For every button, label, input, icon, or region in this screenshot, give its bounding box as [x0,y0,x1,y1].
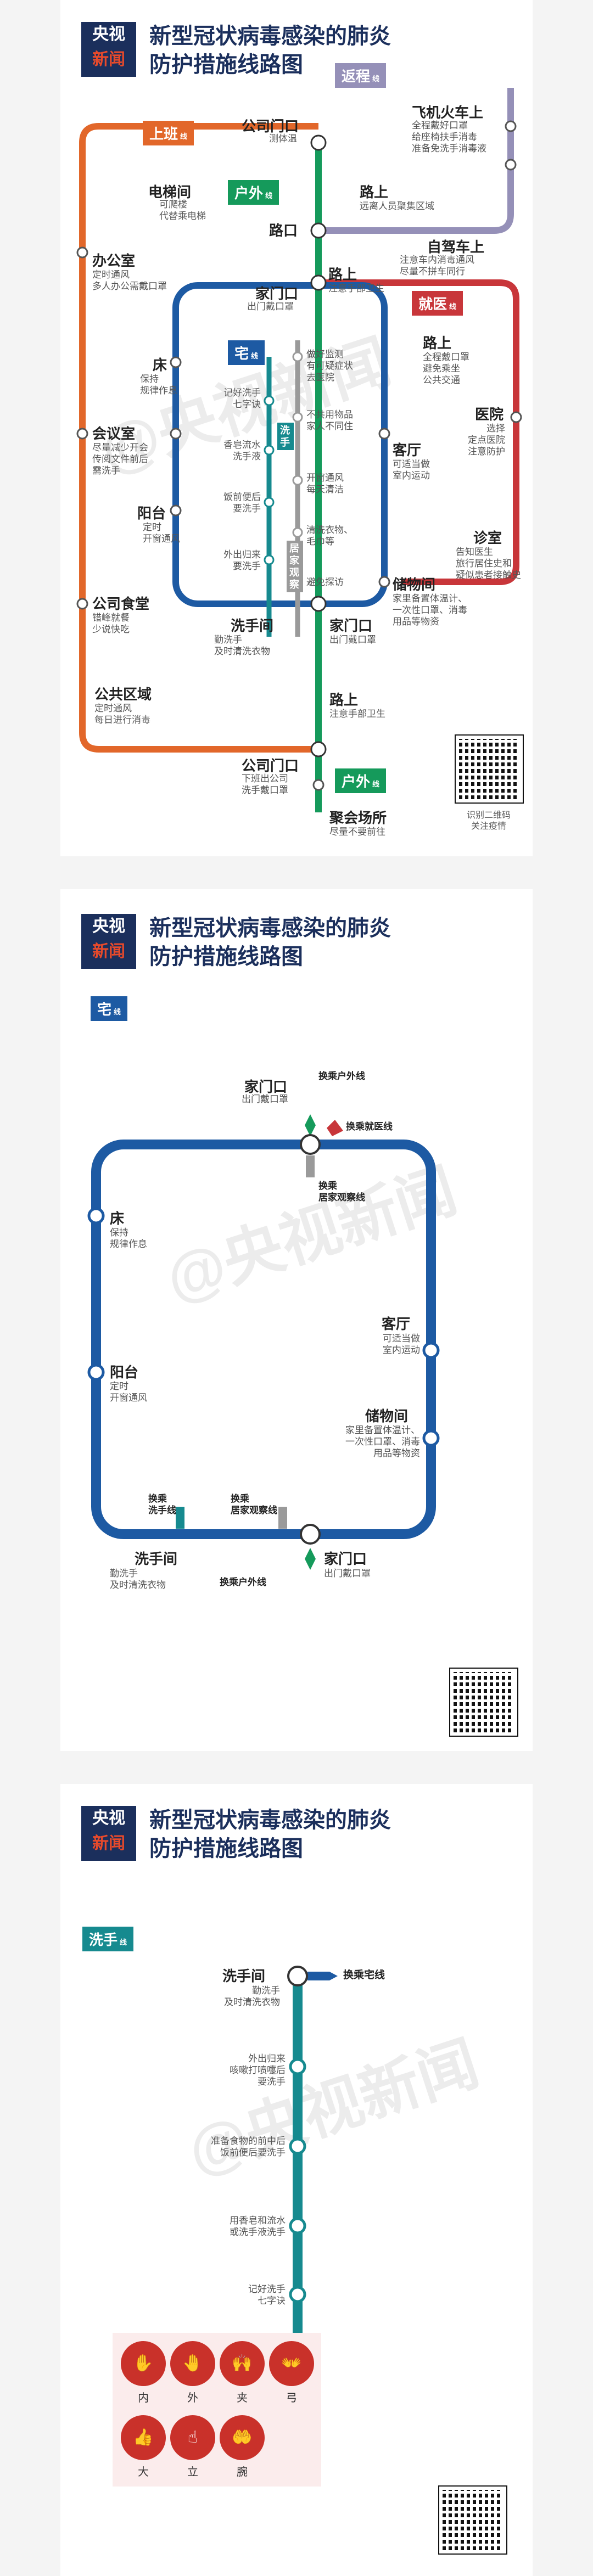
station-self-drive: 自驾车上 [427,239,485,255]
station-clinic: 诊室 [473,530,502,546]
station-road-4: 路上 [329,692,359,708]
station-hospital: 医院 [475,406,504,423]
wash-stop-1: 外出归来 咳嗽打喷嚏后 要洗手 [230,2053,286,2087]
station-washroom: 洗手间 [222,1968,266,1984]
hand-gesture-icon: 🤲 [220,2415,265,2460]
observe-stop-3: 开窗通风 每天清洁 [306,473,344,495]
observe-line-tag: 居家观察 [287,541,303,592]
wash-line-track [287,1966,338,2388]
station-bed: 床 [110,1210,125,1227]
work-line-tag: 上班线 [143,121,194,145]
observe-stop-4: 清洗衣物、 毛巾等 [306,525,353,547]
station-balcony: 阳台 [137,505,166,521]
observe-stop-5: 避免探访 [306,577,344,587]
station-elevator: 电梯间 [148,184,192,200]
wash-stop-3: 饭前便后 要洗手 [223,492,261,514]
home-line-tag: 宅线 [91,996,128,1021]
station-washroom: 洗手间 [135,1551,178,1567]
metro-lines-overview [76,88,522,812]
cctv-news-logo: 央视 新闻 [81,22,136,77]
station-company-gate-bottom: 公司门口 [242,757,299,774]
transfer-wash: 换乘 洗手线 [148,1494,176,1516]
station-living-room: 客厅 [393,442,422,458]
home-line-loop [87,1114,440,1570]
page-title: 新型冠状病毒感染的肺炎 防护措施线路图 [149,916,391,969]
qr-code[interactable] [455,734,524,804]
qr-caption: 识别二维码 关注疫情 [466,811,511,831]
hand-washing-steps: ✋ 🤚 🙌 👐 内 外 夹 弓 👍 ☝ 🤲 大 立 腕 [113,2333,321,2487]
page-title: 新型冠状病毒感染的肺炎 防护措施线路图 [149,1808,391,1861]
home-line-map: 央视 新闻 新型冠状病毒感染的肺炎 防护措施线路图 宅线 @央视新闻 家门口 出… [60,889,533,1751]
cctv-news-logo: 央视 新闻 [81,914,136,969]
station-living-room: 客厅 [382,1316,411,1332]
route-map-overview: 央视 新闻 新型冠状病毒感染的肺炎 防护措施线路图 @央视新闻 [60,0,533,856]
station-company-gate-top: 公司门口 [242,118,299,134]
hand-gesture-icon: 👐 [269,2341,314,2386]
wash-stop-4: 记好洗手 七字诀 [248,2284,286,2306]
station-balcony: 阳台 [110,1364,139,1380]
wash-line-tag: 洗手 [277,423,294,450]
wash-stop-2: 准备食物的前中后 饭前便后要洗手 [211,2136,286,2158]
transfer-outdoor-bottom: 换乘户外线 [220,1577,266,1587]
qr-code[interactable] [449,1668,518,1737]
hand-gesture-icon: 🙌 [220,2341,265,2386]
hand-gesture-icon: ✋ [121,2341,166,2386]
observe-stop-2: 不共用物品 家人不同住 [306,409,353,431]
cctv-news-logo: 央视 新闻 [81,1806,136,1861]
station-meeting-room: 会议室 [92,425,136,442]
station-road-1: 路上 [360,184,389,200]
outdoor-line-tag: 户外线 [228,180,279,205]
page-title: 新型冠状病毒感染的肺炎 防护措施线路图 [149,24,391,77]
transfer-home-line: 换乘宅线 [343,1969,385,1981]
station-washroom: 洗手间 [231,618,274,634]
transfer-observe-top: 换乘 居家观察线 [318,1181,365,1203]
outdoor-line-tag-bottom: 户外线 [335,768,387,793]
hand-gesture-icon: ☝ [170,2415,215,2460]
doctor-line-tag: 就医线 [412,291,463,316]
station-plane-train: 飞机火车上 [412,104,484,121]
station-bed: 床 [153,357,167,373]
transfer-outdoor: 换乘户外线 [318,1071,365,1081]
transfer-observe-bottom: 换乘 居家观察线 [231,1494,277,1516]
home-gate-top: 家门口 [244,1079,288,1095]
wash-stop-3: 用香皂和流水 或洗手液洗手 [230,2215,286,2237]
station-storage: 储物间 [393,576,436,593]
wash-stop-2: 香皂流水 洗手液 [223,440,261,462]
station-road-2: 路上 [328,266,357,283]
station-storage: 储物间 [365,1408,409,1424]
station-office: 办公室 [92,252,136,269]
station-canteen: 公司食堂 [92,596,150,612]
wash-stop-1: 记好洗手 七字诀 [223,388,261,409]
wash-line-tag: 洗手线 [82,1927,134,1951]
wash-line-map: 央视 新闻 新型冠状病毒感染的肺炎 防护措施线路图 洗手线 @央视新闻 洗手间 … [60,1784,533,2576]
home-line-tag: 宅线 [228,340,265,365]
hand-gesture-icon: 👍 [121,2415,166,2460]
station-gathering: 聚会场所 [329,810,387,826]
observe-stop-1: 做好监测 有可疑症状 去医院 [306,349,353,383]
home-gate-bottom: 家门口 [324,1551,367,1567]
station-home-gate-bottom: 家门口 [329,618,373,634]
hand-gesture-icon: 🤚 [170,2341,215,2386]
transfer-doctor: 换乘就医线 [346,1121,393,1132]
station-public-area: 公共区域 [94,686,152,703]
wash-stop-4: 外出归来 要洗手 [223,549,261,571]
station-crossing: 路口 [269,222,298,239]
qr-code[interactable] [438,2485,507,2555]
station-road-3: 路上 [423,335,452,351]
return-line-tag: 返程线 [335,63,387,88]
station-home-gate-top: 家门口 [255,285,299,302]
